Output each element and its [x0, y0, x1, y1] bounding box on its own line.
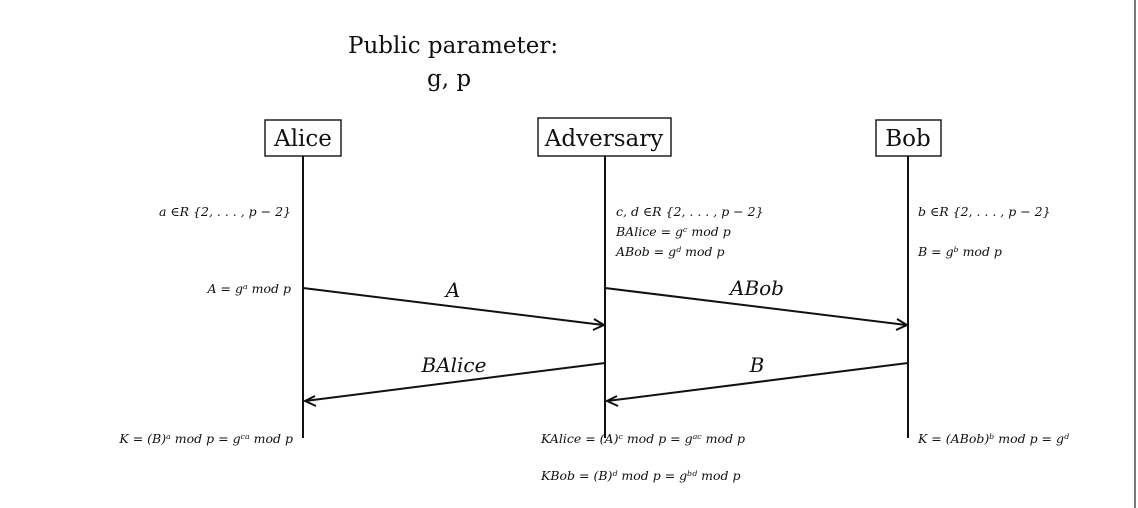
message-A: A	[444, 278, 460, 302]
arrowhead-adversary-to-alice	[302, 395, 317, 407]
adversary-a-bob: ABob = gᵈ mod p	[615, 244, 725, 259]
bob-key: K = (ABob)ᵇ mod p = gᵈ	[917, 431, 1069, 446]
adversary-k-bob: KBob = (B)ᵈ mod p = gᵇᵈ mod p	[540, 468, 741, 483]
adversary-k-alice: KAlice = (A)ᶜ mod p = gᵃᶜ mod p	[540, 431, 745, 446]
alice-choose-a: a ∈R {2, . . . , p − 2}	[159, 204, 291, 219]
public-parameter-title: Public parameter:	[348, 33, 558, 59]
arrowhead-adversary-to-bob	[895, 318, 910, 331]
alice-label: Alice	[273, 126, 332, 152]
alice-compute-A: A = gᵃ mod p	[207, 281, 291, 296]
adversary-choose-cd: c, d ∈R {2, . . . , p − 2}	[616, 204, 764, 219]
message-B: B	[749, 353, 765, 377]
arrow-adversary-to-alice	[304, 362, 606, 402]
arrowhead-alice-to-adversary	[592, 318, 607, 331]
message-B-alice: BAlice	[421, 353, 487, 377]
arrow-alice-to-adversary	[302, 287, 604, 326]
adversary-box	[537, 117, 672, 157]
arrow-adversary-to-bob	[604, 287, 907, 326]
alice-key: K = (B)ᵃ mod p = gᶜᵃ mod p	[118, 431, 293, 446]
arrowhead-bob-to-adversary	[604, 395, 619, 407]
message-A-bob: ABob	[728, 276, 784, 300]
adversary-label: Adversary	[544, 126, 663, 152]
bob-choose-b: b ∈R {2, . . . , p − 2}	[918, 204, 1051, 219]
arrow-bob-to-adversary	[606, 362, 909, 402]
adversary-b-alice: BAlice = gᶜ mod p	[615, 224, 731, 239]
bob-label: Bob	[885, 126, 930, 152]
public-parameter-values: g, p	[427, 66, 471, 92]
bob-compute-B: B = gᵇ mod p	[917, 244, 1002, 259]
